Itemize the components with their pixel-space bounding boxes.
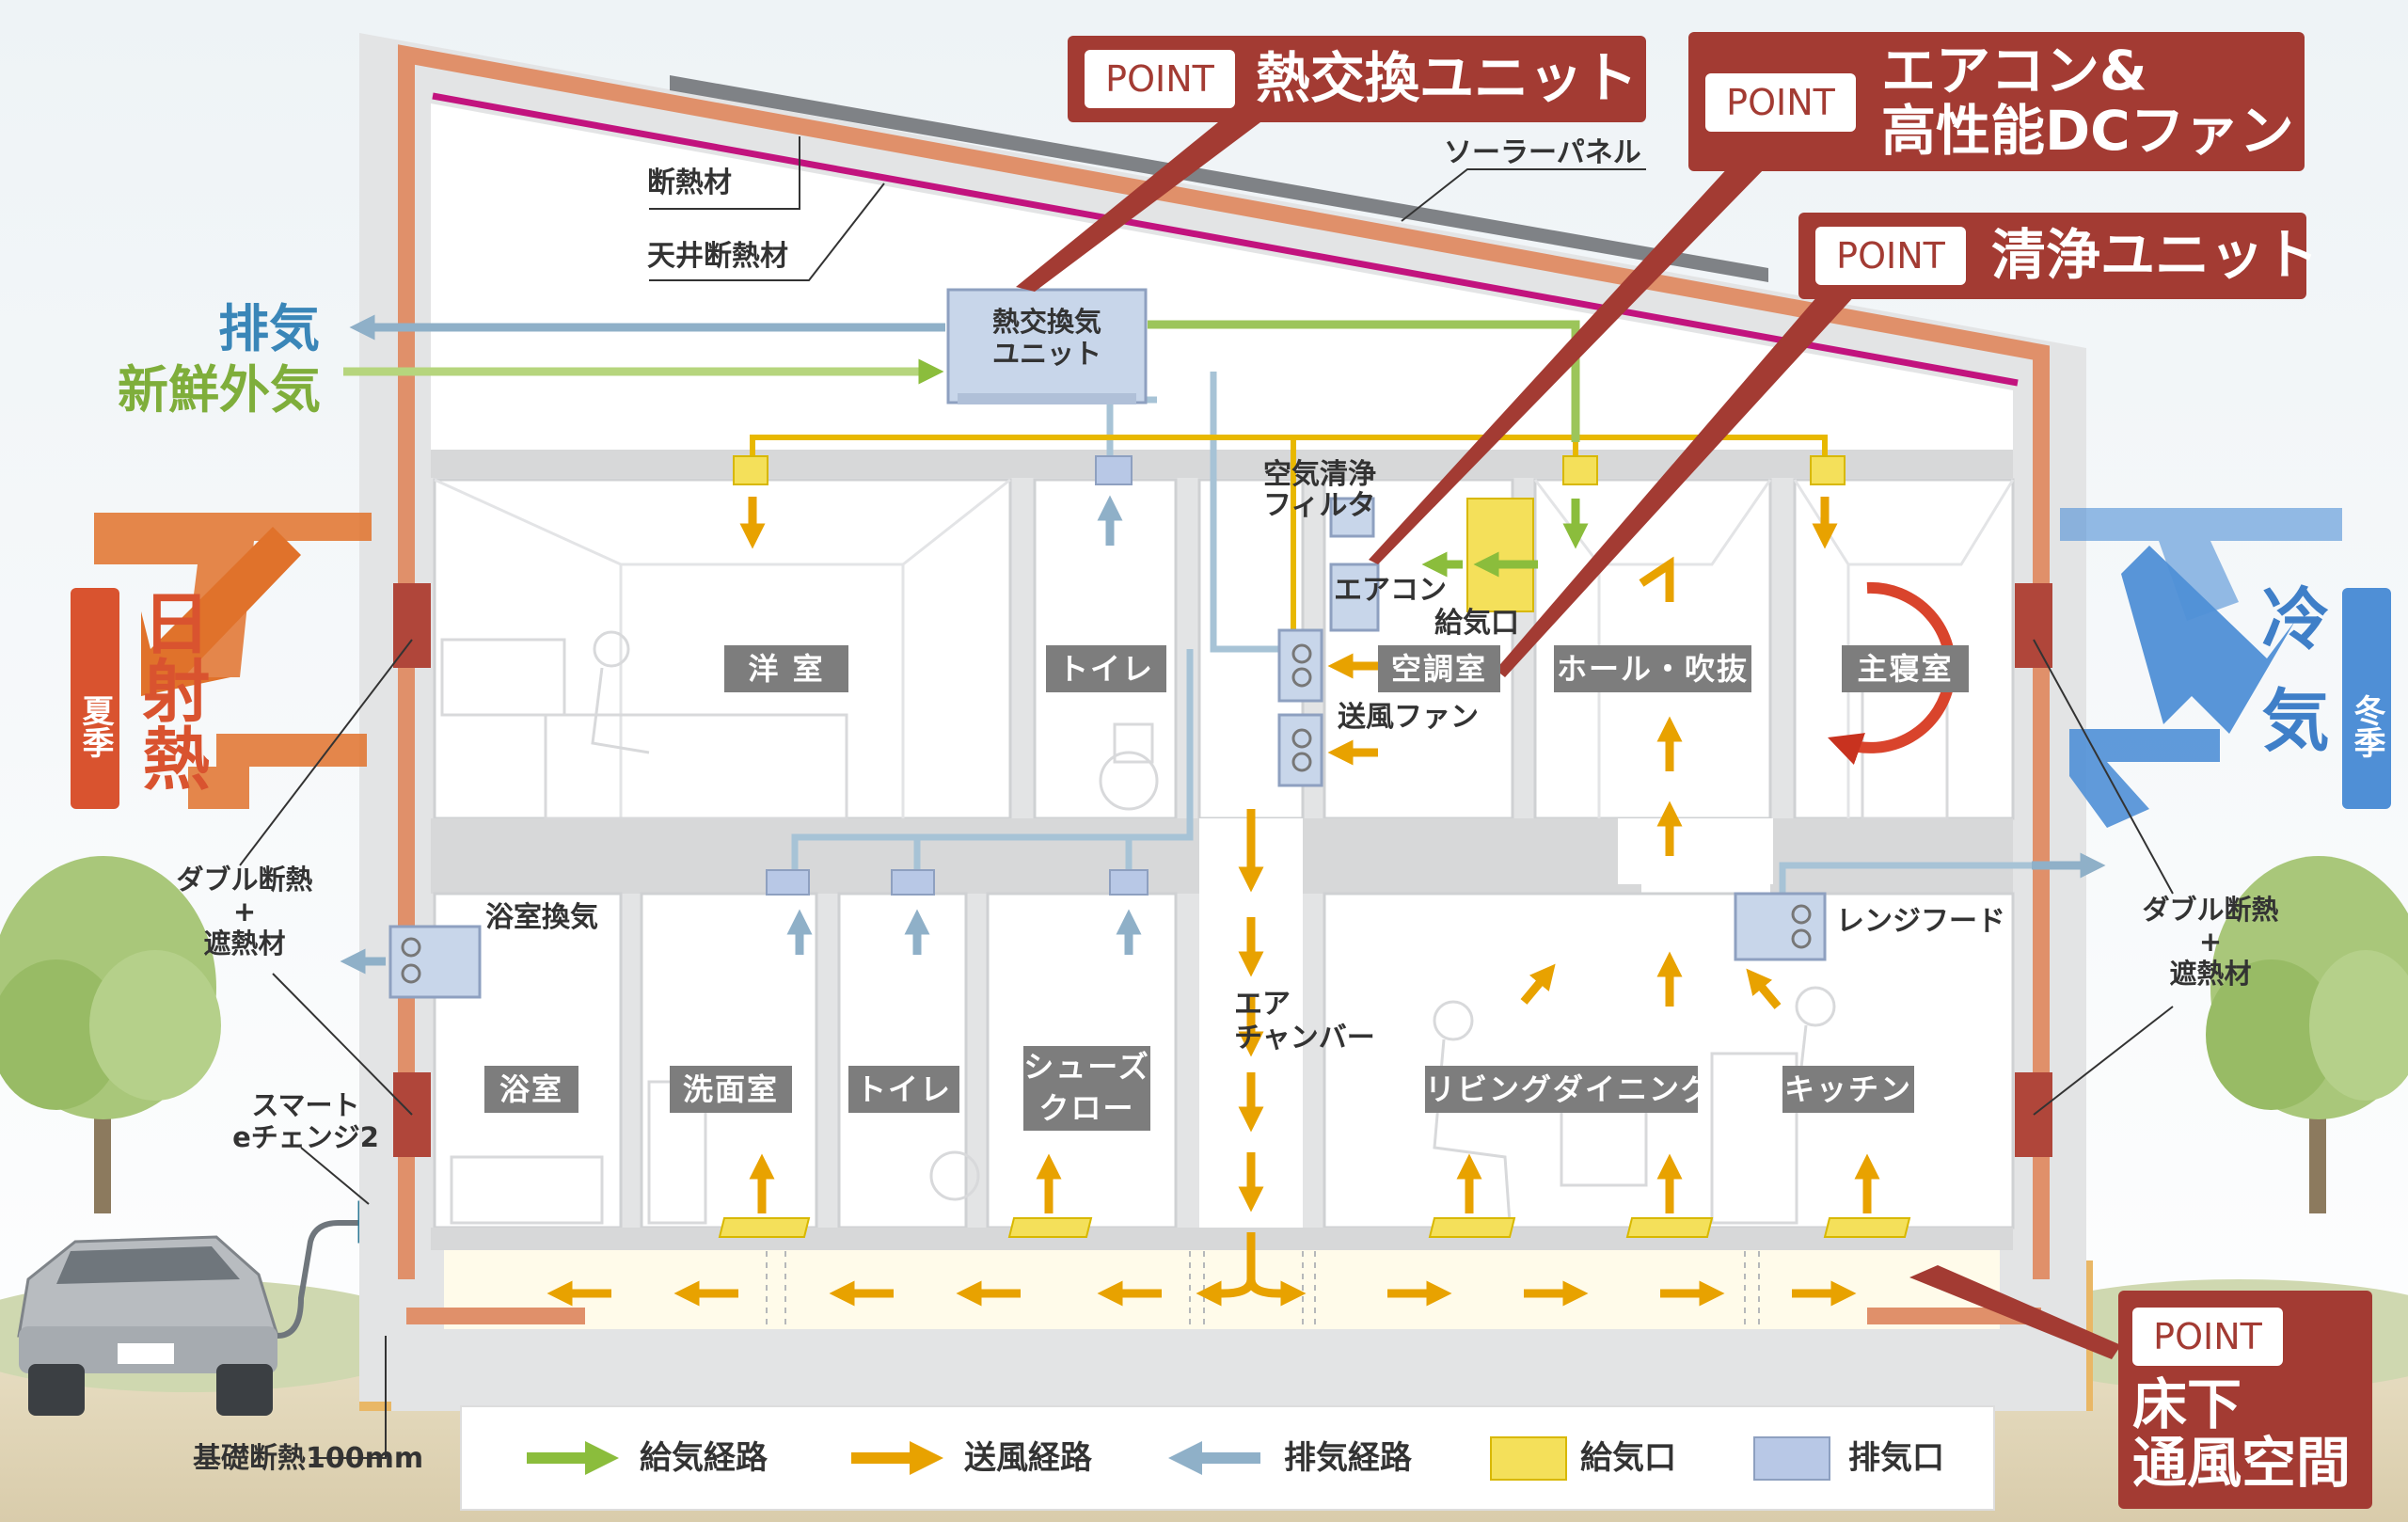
point-badge: POINT (1085, 50, 1235, 108)
exhaust-ducts (791, 372, 2032, 894)
room-hall: ホール・吹抜 (1554, 645, 1751, 692)
callout-underfloor: POINT 床下 通風空間 (2118, 1291, 2372, 1509)
label-supply-port: 給気口 (1434, 607, 1519, 640)
solar-panel (670, 75, 1768, 282)
legend-exhaust-route: 排気経路 (1284, 1439, 1412, 1477)
legend-swatches (527, 1436, 1830, 1481)
room-washroom: 洗面室 (670, 1066, 792, 1113)
callout-aircon: POINT エアコン& 高性能DCファン (1688, 32, 2305, 171)
label-exhaust-outside: 排気 (218, 299, 320, 358)
heat-exchange-unit (946, 288, 1148, 404)
label-air-filter: 空気清浄 フィルタ (1263, 458, 1376, 522)
supply-route-arrows (343, 320, 1589, 578)
callout-underfloor-line1: 床下 (2132, 1372, 2242, 1436)
hall-void-lower (1618, 818, 1773, 884)
legend-supply-route: 給気経路 (640, 1439, 768, 1477)
label-aircon: エアコン (1334, 574, 1447, 607)
room-toilet-upper: トイレ (1046, 645, 1166, 692)
room-kitchen: キッチン (1782, 1066, 1914, 1113)
label-air-chamber: エア チャンバー (1234, 988, 1375, 1054)
wall-window-upper-left (393, 583, 431, 668)
supply-vents (718, 455, 1911, 1238)
callout-aircon-line1: エアコン& (1881, 39, 2147, 103)
label-double-insulation-right: ダブル断熱 + 遮熱材 (2142, 894, 2279, 990)
tree-left (0, 856, 221, 1213)
label-solar-panel: ソーラーパネル (1444, 136, 1641, 169)
upper-rooms (433, 478, 2015, 820)
label-summer: 夏季 (71, 588, 119, 809)
room-shoe-closet: シューズ クローク (1023, 1046, 1150, 1167)
legend-exhaust-vent: 排気口 (1848, 1439, 1944, 1477)
label-insulation: 断熱材 (647, 166, 732, 199)
underfloor-slab (431, 1228, 2013, 1250)
solar-heat-arrows (94, 513, 372, 809)
electric-car (17, 1220, 372, 1416)
underfloor-insulation-left (406, 1308, 585, 1324)
callout-underfloor-line2: 通風空間 (2132, 1431, 2352, 1495)
exhaust-vents (766, 455, 1149, 896)
point-badge: POINT (1705, 73, 1856, 132)
foundation-slab (391, 1329, 2086, 1367)
underfloor-dividers (766, 1251, 1760, 1326)
label-leaders (239, 136, 2174, 1459)
blower-fans (1277, 628, 1323, 787)
room-toilet-lower: トイレ (848, 1066, 959, 1113)
point-badge: POINT (1815, 227, 1966, 285)
label-winter: 冬季 (2342, 588, 2391, 809)
label-double-insulation-left: ダブル断熱 + 遮熱材 (176, 864, 313, 959)
room-master-bedroom: 主寝室 (1842, 645, 1969, 692)
callout-purify-text: 清浄ユニット (1991, 223, 2320, 287)
label-bath-ventilation: 浴室換気 (485, 901, 598, 934)
range-hood-unit (1734, 892, 1827, 961)
legend-supply-vent: 給気口 (1580, 1439, 1676, 1477)
label-foundation-insulation: 基礎断熱100mm (193, 1442, 424, 1475)
room-hvac: 空調室 (1378, 645, 1500, 692)
legend-circulation-route: 送風経路 (964, 1439, 1092, 1477)
callout-heat-exchange-text: 熱交換ユニット (1256, 46, 1639, 110)
callout-heat-exchange: POINT 熱交換ユニット (1068, 36, 1646, 122)
label-cold-air: 冷気 (2250, 583, 2329, 786)
exhaust-route-arrows (340, 314, 2106, 975)
label-heat-exchange-unit: 熱交換気 ユニット (991, 306, 1101, 370)
callout-aircon-line2: 高性能DCファン (1881, 99, 2294, 163)
ceiling-insulation-line (432, 92, 2019, 387)
callout-leaders (1016, 122, 2121, 1359)
label-fresh-air: 新鮮外気 (118, 360, 321, 420)
room-bathroom: 浴室 (484, 1066, 578, 1113)
room-western: 洋 室 (724, 645, 848, 692)
label-range-hood: レンジフード (1836, 905, 2005, 938)
label-smart-echange: スマート eチェンジ2 (232, 1089, 379, 1153)
bath-fan (388, 925, 482, 999)
upper-floor-slab (431, 450, 2013, 478)
attic-space (431, 103, 2013, 450)
label-ceiling-insulation: 天井断熱材 (647, 240, 788, 273)
legend-panel (460, 1405, 1995, 1511)
tree-right (2206, 856, 2408, 1213)
callout-purify: POINT 清浄ユニット (1798, 213, 2319, 299)
label-blower-fan: 送風ファン (1338, 701, 1479, 734)
cold-air-arrows (2060, 508, 2342, 828)
wall-window-upper-right (2015, 583, 2052, 668)
circulation-route-arrows (547, 497, 1880, 1307)
point-badge: POINT (2132, 1308, 2283, 1366)
room-living-dining: リビングダイニング (1425, 1066, 1711, 1113)
label-solar-heat: 日射熱 (131, 588, 210, 791)
filter-units (1329, 497, 1380, 632)
